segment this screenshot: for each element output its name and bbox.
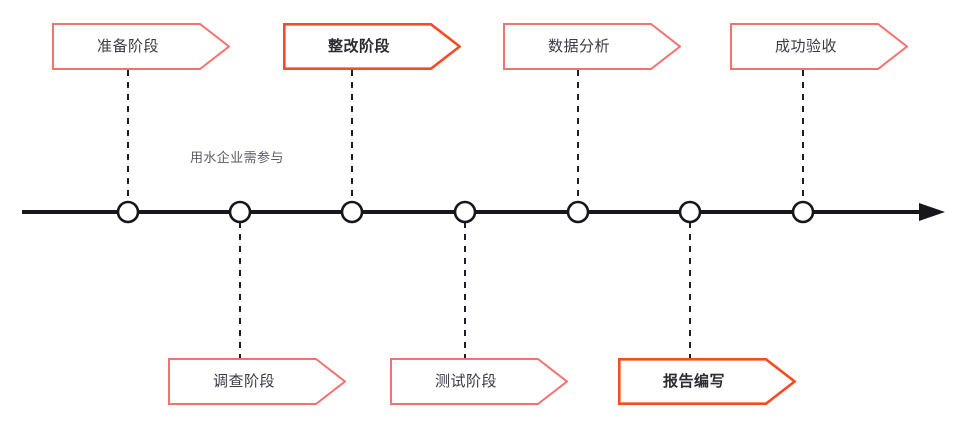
stage-banner-shape [730, 23, 908, 70]
stage-banner-outline [52, 23, 230, 70]
milestone-marker-icon[interactable] [340, 200, 364, 224]
stage-banner-outline [730, 23, 908, 70]
milestone-marker-icon[interactable] [678, 200, 702, 224]
stage-banner-stage-report-writing[interactable]: 报告编写 [618, 358, 796, 405]
stage-banner-label: 准备阶段 [96, 38, 159, 55]
stage-banner-shape [390, 358, 568, 405]
stage-banner-outline [390, 358, 568, 405]
stage-banner-stage-testing[interactable]: 测试阶段 [390, 358, 568, 405]
stage-banner-stage-investigation[interactable]: 调查阶段 [168, 358, 346, 405]
stage-banner-outline [618, 358, 796, 405]
milestone-marker-icon[interactable] [453, 200, 477, 224]
stage-banner-outline [503, 23, 681, 70]
stage-banner-stage-data-analysis[interactable]: 数据分析 [503, 23, 681, 70]
stage-banner-shape [503, 23, 681, 70]
timeline-arrowhead-icon [919, 203, 945, 221]
milestone-marker-icon[interactable] [566, 200, 590, 224]
stage-banner-label: 数据分析 [547, 38, 610, 55]
milestone-marker-icon[interactable] [228, 200, 252, 224]
stage-banner-label: 调查阶段 [212, 373, 275, 390]
stage-banner-stage-rectification[interactable]: 整改阶段 [283, 23, 461, 70]
stage-banner-stage-preparation[interactable]: 准备阶段 [52, 23, 230, 70]
milestone-marker-icon[interactable] [116, 200, 140, 224]
stage-banner-label: 测试阶段 [434, 373, 497, 390]
stage-banner-label: 报告编写 [662, 373, 725, 390]
stage-banner-shape [283, 23, 461, 70]
stage-banner-shape [52, 23, 230, 70]
stage-banner-shape [618, 358, 796, 405]
stage-banner-label: 整改阶段 [327, 38, 390, 55]
stage-banner-outline [168, 358, 346, 405]
stage-banner-label: 成功验收 [774, 38, 837, 55]
milestone-marker-icon[interactable] [791, 200, 815, 224]
stage-banner-stage-acceptance[interactable]: 成功验收 [730, 23, 908, 70]
annotation-text: 用水企业需参与 [190, 150, 284, 165]
stage-banner-shape [168, 358, 346, 405]
stage-banner-outline [283, 23, 461, 70]
